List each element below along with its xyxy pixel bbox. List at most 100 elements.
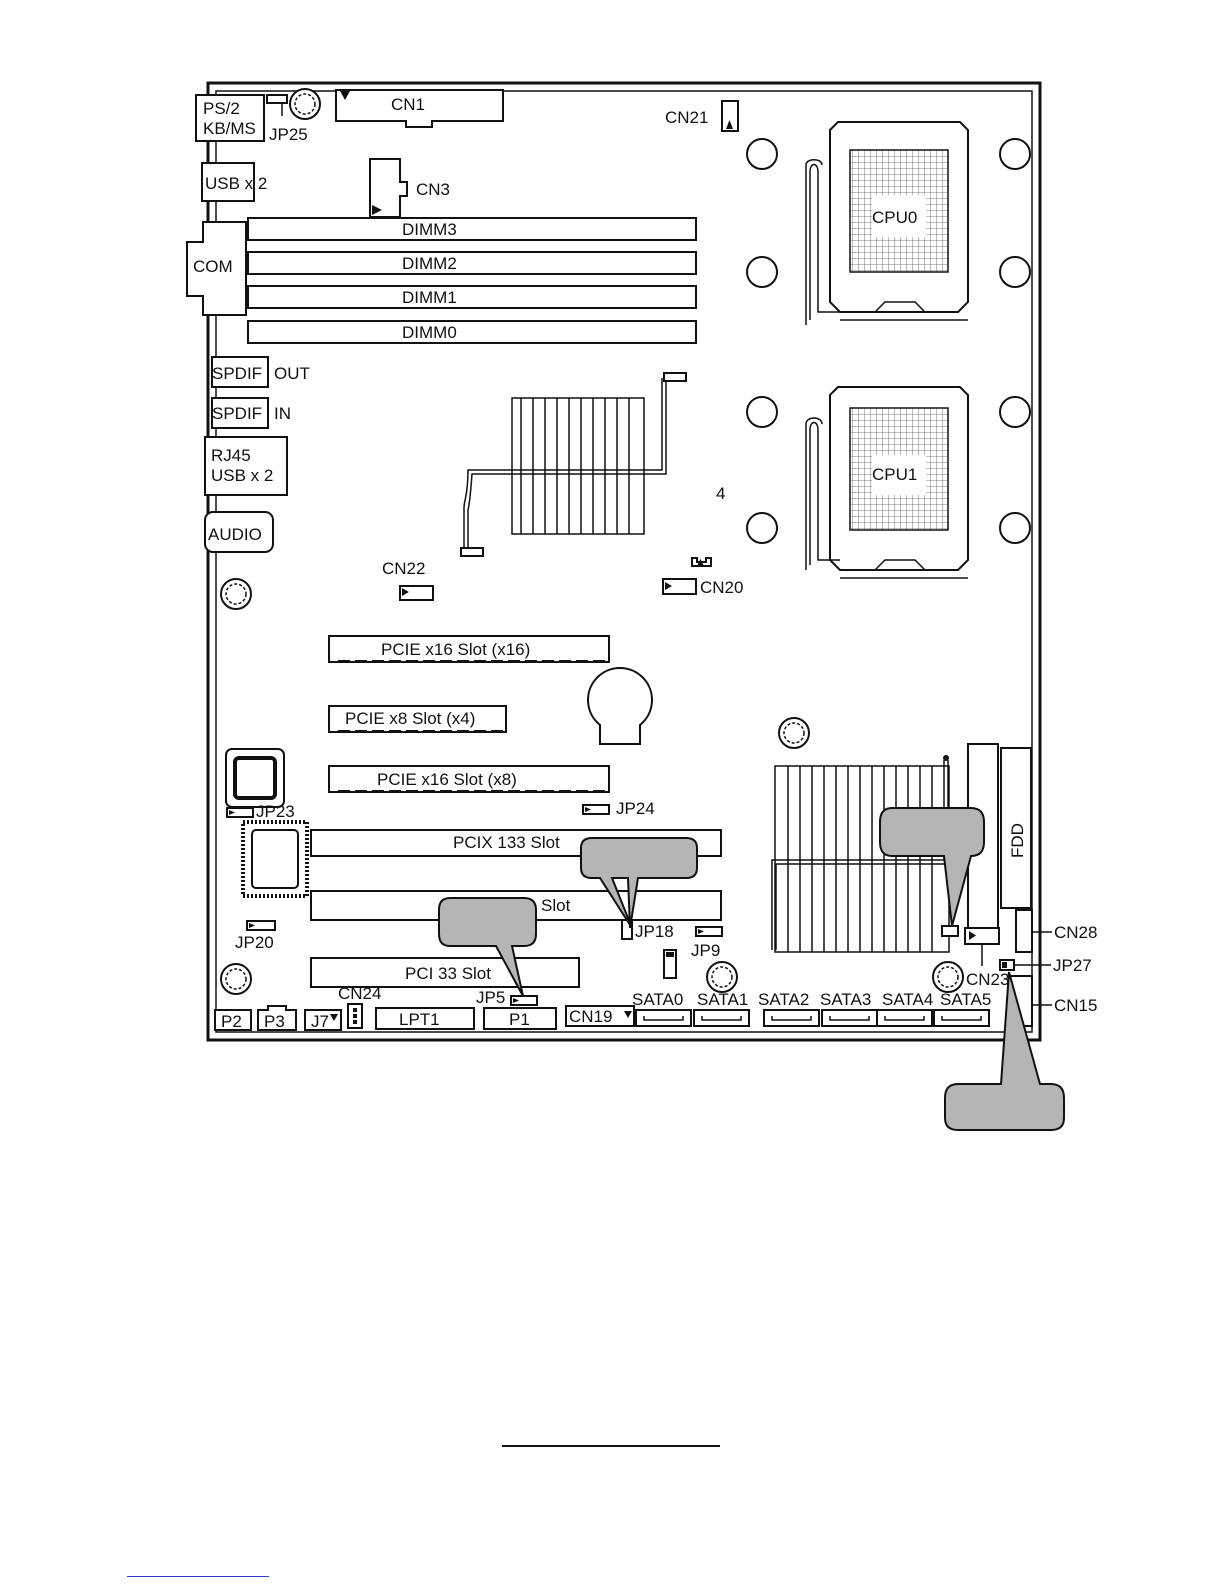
usb-top-connector: USB x 2 <box>201 162 267 202</box>
sata1-connector: SATA1 <box>693 990 750 1027</box>
cn20-connector <box>662 578 697 595</box>
sata2-label: SATA2 <box>758 990 809 1009</box>
sata2-connector: SATA2 <box>758 990 820 1027</box>
kbms-label: KB/MS <box>203 119 256 138</box>
cn21-connector <box>721 100 739 132</box>
slot-label: Slot <box>541 896 571 915</box>
sata5-connector: SATA5 <box>933 990 991 1027</box>
label-4: 4 <box>716 484 725 503</box>
jp5-label: JP5 <box>476 988 505 1007</box>
screw-hole-left <box>220 578 252 610</box>
dimm3-label: DIMM3 <box>402 220 457 239</box>
jp24-label: JP24 <box>616 799 655 818</box>
j7-label: J7 <box>311 1012 329 1031</box>
p2-label: P2 <box>221 1012 242 1031</box>
spdif-out-connector: SPDIF OUT <box>211 356 310 388</box>
rj45-usb-label: USB x 2 <box>211 466 273 485</box>
cpu0-socket: CPU0 <box>746 121 1031 325</box>
cmos-battery <box>587 667 653 745</box>
screw-hole-bottom-right <box>932 961 964 993</box>
callout-jp18 <box>580 837 698 929</box>
jp25-label: JP25 <box>269 125 308 144</box>
pcie-x8-slot: PCIE x8 Slot (x4) <box>328 705 507 733</box>
jp18-label: JP18 <box>635 922 674 941</box>
cn15-label: CN15 <box>1054 996 1097 1015</box>
cpu1-socket: CPU1 <box>746 386 1031 579</box>
sata5-label: SATA5 <box>940 990 991 1009</box>
cpu1-label: CPU1 <box>872 465 917 484</box>
cn21-label: CN21 <box>665 108 708 127</box>
pcie-x8-label: PCIE x8 Slot (x4) <box>345 709 475 728</box>
cn23-label: CN23 <box>966 970 1009 989</box>
p1-connector: P1 <box>483 1007 557 1030</box>
screw-hole-bottom-left <box>220 963 252 995</box>
cn28-label: CN28 <box>1054 923 1097 942</box>
sata3-label: SATA3 <box>820 990 871 1009</box>
cn22-label: CN22 <box>382 559 425 578</box>
lpt1-connector: LPT1 <box>375 1007 475 1030</box>
footer-link-underline <box>127 1576 269 1577</box>
ps2-label: PS/2 <box>203 99 240 118</box>
jp5-jumper <box>510 995 538 1006</box>
spdif-in-label-b: IN <box>274 404 291 423</box>
jp24-jumper <box>582 804 610 815</box>
spdif-in-connector: SPDIF IN <box>211 397 291 429</box>
dimm1-slot: DIMM1 <box>247 285 697 309</box>
cn1-label: CN1 <box>391 95 425 114</box>
p1-label: P1 <box>509 1010 530 1029</box>
rj45-usb-connector: RJ45 USB x 2 <box>204 436 288 496</box>
dimm2-slot: DIMM2 <box>247 251 697 275</box>
lpt1-label: LPT1 <box>399 1010 440 1029</box>
callout-jp5 <box>438 897 537 997</box>
cn20-label: CN20 <box>700 578 743 597</box>
cn22-connector <box>399 585 434 601</box>
jp23-jumper <box>226 807 254 818</box>
jp23-label: JP23 <box>256 802 295 821</box>
dimm0-slot: DIMM0 <box>247 320 697 344</box>
sata4-connector: SATA4 <box>876 990 933 1027</box>
sata3-connector: SATA3 <box>820 990 878 1027</box>
fdd-label: FDD <box>1008 823 1027 858</box>
board-inner-outline <box>215 90 1033 1033</box>
p3-connector: P3 <box>257 1005 297 1031</box>
p3-label: P3 <box>264 1012 285 1031</box>
cn28-connector <box>1015 909 1033 953</box>
sata4-label: SATA4 <box>882 990 933 1009</box>
cn24-label: CN24 <box>338 984 381 1003</box>
dimm3-slot: DIMM3 <box>247 217 697 241</box>
spdif-out-label-b: OUT <box>274 364 310 383</box>
cn19-label: CN19 <box>569 1007 612 1026</box>
pcix133-label: PCIX 133 Slot <box>453 833 560 852</box>
jp20-label: JP20 <box>235 933 274 952</box>
audio-label: AUDIO <box>208 525 262 544</box>
p2-connector: P2 <box>214 1009 252 1031</box>
southbridge-heatsink <box>771 755 959 953</box>
pci33-label: PCI 33 Slot <box>405 964 491 983</box>
northbridge-heatsink <box>460 372 687 557</box>
com-connector: COM <box>186 221 247 316</box>
pci33-slot: PCI 33 Slot <box>310 957 580 988</box>
cn1-connector: CN1 <box>335 89 504 128</box>
ps2-connector: PS/2 KB/MS <box>195 94 265 142</box>
dimm1-label: DIMM1 <box>402 288 457 307</box>
dimm2-label: DIMM2 <box>402 254 457 273</box>
screw-hole-mid <box>778 717 810 749</box>
spdif-in-label-a: SPDIF <box>212 404 262 423</box>
screw-hole-top <box>289 88 321 120</box>
rj45-label: RJ45 <box>211 446 251 465</box>
jp25-jumper <box>266 94 288 104</box>
pcie-x16-b-label: PCIE x16 Slot (x8) <box>377 770 517 789</box>
pcie-x16-slot-x8: PCIE x16 Slot (x8) <box>328 765 610 793</box>
cpu0-label: CPU0 <box>872 208 917 227</box>
chip-top-left <box>225 748 285 808</box>
pcie-x16-a-label: PCIE x16 Slot (x16) <box>381 640 530 659</box>
com-label: COM <box>193 257 233 276</box>
jp27-label: JP27 <box>1053 956 1092 975</box>
cn3-label: CN3 <box>416 180 450 199</box>
sata0-connector: SATA0 <box>632 990 692 1027</box>
super-io-chip <box>241 820 309 898</box>
sata1-label: SATA1 <box>697 990 748 1009</box>
spdif-out-label-a: SPDIF <box>212 364 262 383</box>
callout-jp27 <box>944 971 1065 1131</box>
